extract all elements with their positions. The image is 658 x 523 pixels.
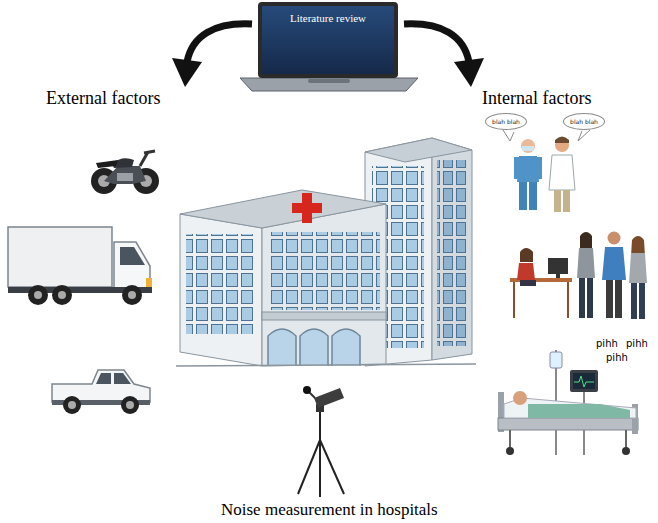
sound-effect: pihh [626,338,648,349]
laptop-screen: Literature review [258,2,398,78]
pickup-truck [52,370,150,414]
node-text: Literature review [262,6,394,24]
office-people [510,232,647,320]
caption: Noise measurement in hospitals [221,500,438,520]
node-text: blah blah [486,118,526,125]
patient-bed [498,350,638,455]
sound-effect: pihh [596,338,618,349]
node-text: blah blah [564,118,604,125]
sound-level-meter [298,386,344,497]
curved-arrow [404,24,484,87]
curved-arrow [172,24,252,87]
speech-bubble: blah blah [563,113,605,130]
speech-bubble: blah blah [485,113,527,130]
doctors [503,130,590,212]
group-heading: External factors [46,88,160,109]
laptop-base [240,78,418,91]
hospital-building [176,138,476,366]
motorcycle [91,151,159,194]
sound-effect: pihh [606,352,628,363]
truck [8,227,152,305]
group-heading: Internal factors [482,88,591,109]
